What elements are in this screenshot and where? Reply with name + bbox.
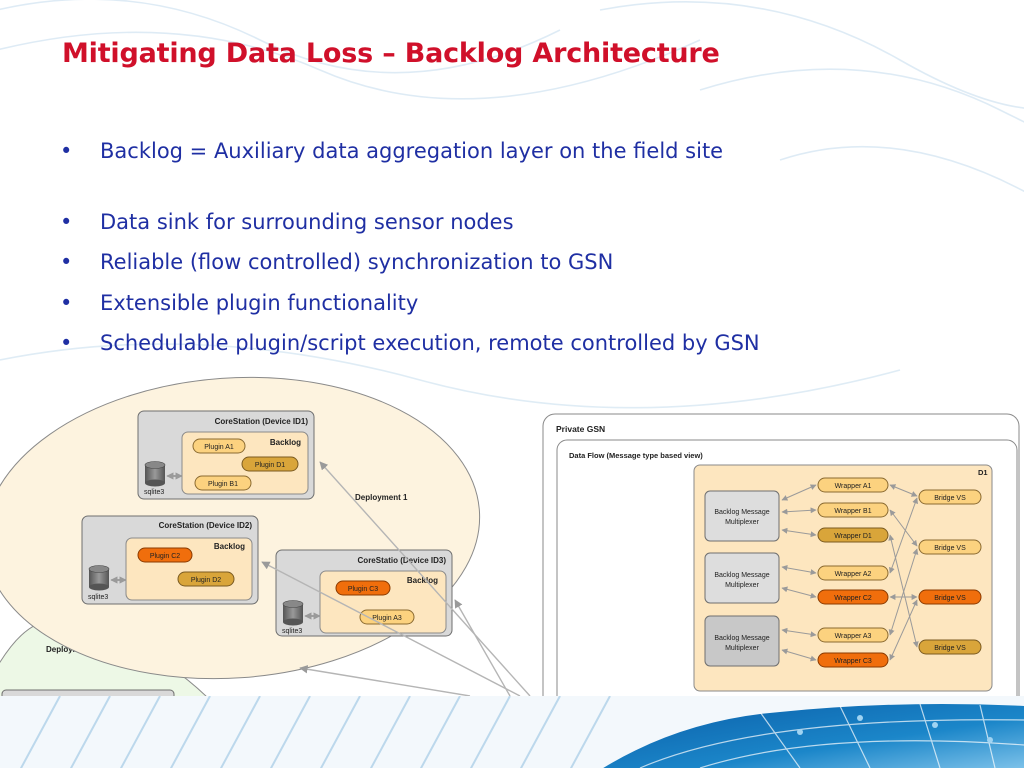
multiplexer-label-line2: Multiplexer — [725, 582, 760, 589]
wrapper-label: Wrapper C2 — [834, 595, 872, 602]
bridge-label: Bridge VS — [934, 645, 966, 652]
bullet-item: • Reliable (flow controlled) synchronizat… — [60, 245, 760, 286]
private-gsn-panel: Private GSN Data Flow (Message type base… — [542, 413, 1020, 696]
backlog-label: Backlog — [270, 438, 301, 447]
bullet-item: • Data sink for surrounding sensor nodes — [60, 205, 760, 246]
wrapper-b1: Wrapper B1 — [817, 502, 889, 518]
bullet-text: Backlog = Auxiliary data aggregation lay… — [100, 139, 724, 163]
db-label: sqlite3 — [144, 489, 164, 496]
dataflow-title: Data Flow (Message type based view) — [569, 451, 703, 460]
slide-title: Mitigating Data Loss – Backlog Architect… — [62, 38, 720, 69]
bullet-text: Data sink for surrounding sensor nodes — [100, 209, 514, 234]
wrapper-label: Wrapper A2 — [835, 571, 872, 578]
bullet-list: • Backlog = Auxiliary data aggregation la… — [60, 134, 760, 367]
multiplexer-label-line2: Multiplexer — [725, 645, 760, 652]
corestation-device-id1: CoreStation (Device ID1) Backlog Plugin … — [137, 410, 315, 500]
bridge-label: Bridge VS — [934, 595, 966, 602]
plugin-d1: Plugin D1 — [241, 456, 299, 472]
backlog-label: Backlog — [214, 542, 245, 551]
bullet-item: • Extensible plugin functionality — [60, 286, 760, 327]
bridge-vs-3: Bridge VS — [918, 589, 982, 605]
backlog-message-multiplexer-1: Backlog Message Multiplexer — [704, 490, 780, 542]
database-icon — [282, 600, 304, 626]
wrapper-bridge-arrows — [888, 484, 919, 661]
wrapper-d1: Wrapper D1 — [817, 527, 889, 543]
plugin-label: Plugin B1 — [208, 481, 238, 488]
corestation-title: CoreStatio (Device ID3) — [358, 556, 447, 565]
plugin-a1: Plugin A1 — [192, 438, 246, 454]
wrapper-label: Wrapper A3 — [835, 633, 872, 640]
plugin-label: Plugin A3 — [372, 615, 402, 622]
footer-band — [0, 696, 1024, 768]
plugin-label: Plugin C2 — [150, 553, 180, 560]
corestation-title: CoreStation (Device ID1) — [215, 417, 309, 426]
wrapper-label: Wrapper D1 — [834, 533, 872, 540]
wrapper-a3: Wrapper A3 — [817, 627, 889, 643]
bridge-label: Bridge VS — [934, 495, 966, 502]
corestation-title: CoreStation (Device ID2) — [159, 521, 253, 530]
globe-graphic — [603, 704, 1024, 768]
multiplexer-label-line1: Backlog Message — [714, 509, 769, 516]
bridge-label: Bridge VS — [934, 545, 966, 552]
db-label: sqlite3 — [282, 628, 302, 635]
background-swooshes — [0, 0, 1024, 409]
bullet-marker: • — [60, 331, 73, 355]
multiplexer-label-line1: Backlog Message — [714, 572, 769, 579]
backlog-message-multiplexer-2: Backlog Message Multiplexer — [704, 552, 780, 604]
plugin-label: Plugin A1 — [204, 444, 234, 451]
plugin-c2: Plugin C2 — [137, 547, 193, 563]
plugin-label: Plugin D2 — [191, 577, 221, 584]
plugin-label: Plugin C3 — [348, 586, 378, 593]
bullet-marker: • — [60, 250, 73, 274]
gsn-title: Private GSN — [556, 424, 605, 434]
wrapper-c3: Wrapper C3 — [817, 652, 889, 668]
wrapper-label: Wrapper A1 — [835, 483, 872, 490]
bullet-text: Reliable (flow controlled) synchronizati… — [100, 250, 614, 274]
corestation-device-id3: CoreStatio (Device ID3) Backlog Plugin C… — [275, 549, 453, 637]
bullet-text: Schedulable plugin/script execution, rem… — [100, 331, 760, 355]
bridge-vs-4: Bridge VS — [918, 639, 982, 655]
multiplexer-label-line1: Backlog Message — [714, 635, 769, 642]
plugin-c3: Plugin C3 — [335, 580, 391, 596]
wrapper-a1: Wrapper A1 — [817, 477, 889, 493]
bridge-vs-2: Bridge VS — [918, 539, 982, 555]
bullet-item: • Backlog = Auxiliary data aggregation la… — [60, 134, 760, 175]
wrapper-label: Wrapper B1 — [834, 508, 871, 515]
plugin-d2: Plugin D2 — [177, 571, 235, 587]
multiplexer-label-line2: Multiplexer — [725, 519, 760, 526]
db-label: sqlite3 — [88, 594, 108, 601]
bridge-vs-1: Bridge VS — [918, 489, 982, 505]
bullet-item: • Schedulable plugin/script execution, re… — [60, 326, 760, 367]
multiplexer-wrapper-arrows — [781, 484, 817, 662]
wrapper-a2: Wrapper A2 — [817, 565, 889, 581]
corestation-device-id2: CoreStation (Device ID2) Backlog Plugin … — [81, 515, 259, 605]
deployment1-label: Deployment 1 — [355, 493, 408, 502]
wrapper-c2: Wrapper C2 — [817, 589, 889, 605]
database-icon — [144, 461, 166, 487]
database-icon — [88, 565, 110, 591]
plugin-label: Plugin D1 — [255, 462, 285, 469]
plugin-b1: Plugin B1 — [194, 475, 252, 491]
backlog-label: Backlog — [407, 576, 438, 585]
d1-label: D1 — [978, 468, 988, 477]
bullet-text: Extensible plugin functionality — [100, 290, 419, 315]
backlog-message-multiplexer-3: Backlog Message Multiplexer — [704, 615, 780, 667]
deployment2-station-box — [1, 689, 175, 696]
bullet-marker: • — [60, 290, 73, 315]
wrapper-label: Wrapper C3 — [834, 658, 872, 665]
bullet-marker: • — [60, 209, 73, 234]
bullet-marker: • — [60, 139, 73, 163]
